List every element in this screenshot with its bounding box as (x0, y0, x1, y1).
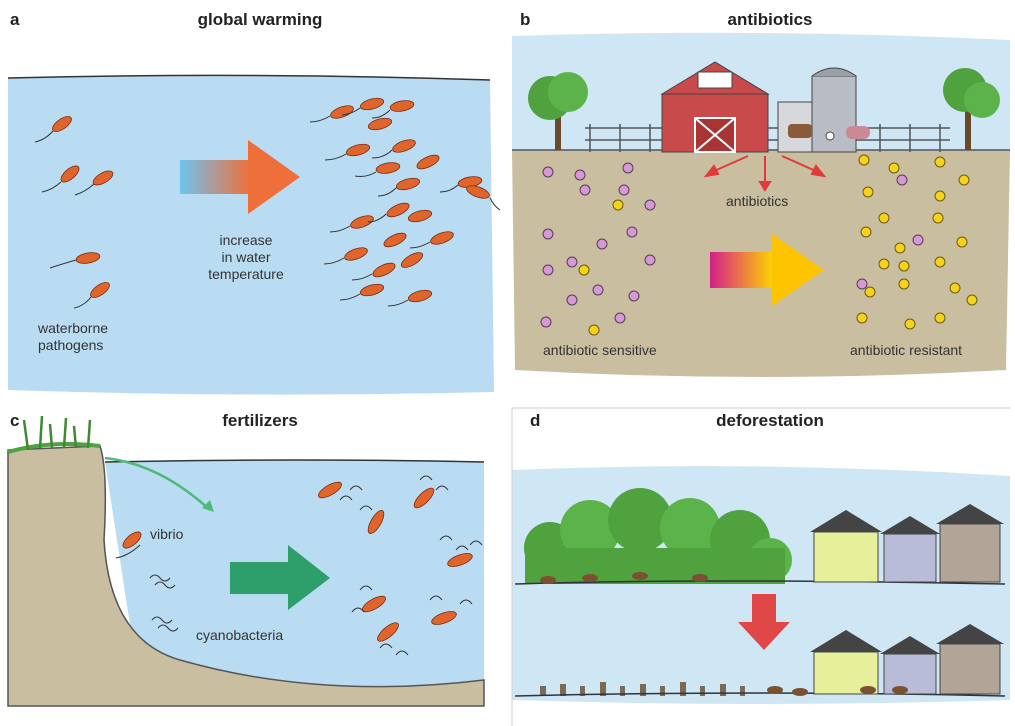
panel-b-sensitive-label: antibiotic sensitive (543, 342, 657, 358)
panel-a-pathogen-label: waterborne pathogens (38, 320, 158, 354)
panel-c-vibrio (122, 481, 473, 642)
panel-b-trees (528, 68, 1000, 150)
panel-a-title: global warming (197, 10, 323, 29)
panel-b-letter: b (520, 10, 531, 29)
panel-c-cyanobacteria (115, 475, 483, 656)
panel-d-stumps (514, 682, 1006, 697)
panel-d-forest (514, 488, 1006, 585)
panel-b-antibiotic-arrows (703, 155, 827, 192)
pathogen-label-line-1: waterborne (38, 320, 109, 336)
arrow-label-line-2: in water (221, 249, 271, 265)
panel-b-gradient-arrow (710, 234, 824, 306)
panel-b-barn (660, 61, 770, 153)
panel-b-antibiotics-label: antibiotics (726, 193, 789, 209)
panel-c-green-arrow (230, 545, 330, 610)
panel-a-many-tails (309, 107, 501, 307)
arrow-label-line-3: temperature (208, 266, 284, 282)
panel-b-resistant-label: antibiotic resistant (850, 342, 963, 358)
panel-b-sensitive-bacteria (540, 162, 924, 328)
panel-d-letter: d (530, 411, 541, 430)
panel-d-title: deforestation (716, 411, 824, 430)
panel-b-title: antibiotics (727, 10, 813, 29)
panel-a-pathogens-few (52, 116, 114, 298)
panel-c-runoff-arrow (104, 456, 214, 512)
panel-b-resistant-bacteria (578, 154, 978, 336)
panel-d-red-arrow (738, 594, 790, 650)
panel-b-animals (788, 124, 870, 141)
panel-d-houses-bottom (810, 624, 1004, 695)
panel-c-letter: c (10, 411, 20, 430)
panel-c-cyano-label: cyanobacteria (196, 627, 284, 643)
panel-c-title: fertilizers (222, 411, 298, 430)
panel-d-houses-top (810, 504, 1004, 583)
panel-a-pathogens-many (330, 97, 490, 303)
panel-a-pathogen-tails (34, 130, 95, 309)
panel-d-rodents (540, 572, 908, 696)
panel-a-arrow-label: increase in water temperature (196, 232, 296, 283)
arrow-label-line-1: increase (219, 232, 273, 248)
panel-c-plants (22, 415, 92, 451)
panel-a-water (7, 74, 494, 395)
panel-a-letter: a (10, 10, 20, 29)
pathogen-label-line-2: pathogens (38, 337, 104, 353)
panel-a-arrow (180, 140, 300, 214)
panel-c-vibrio-label: vibrio (150, 526, 184, 542)
